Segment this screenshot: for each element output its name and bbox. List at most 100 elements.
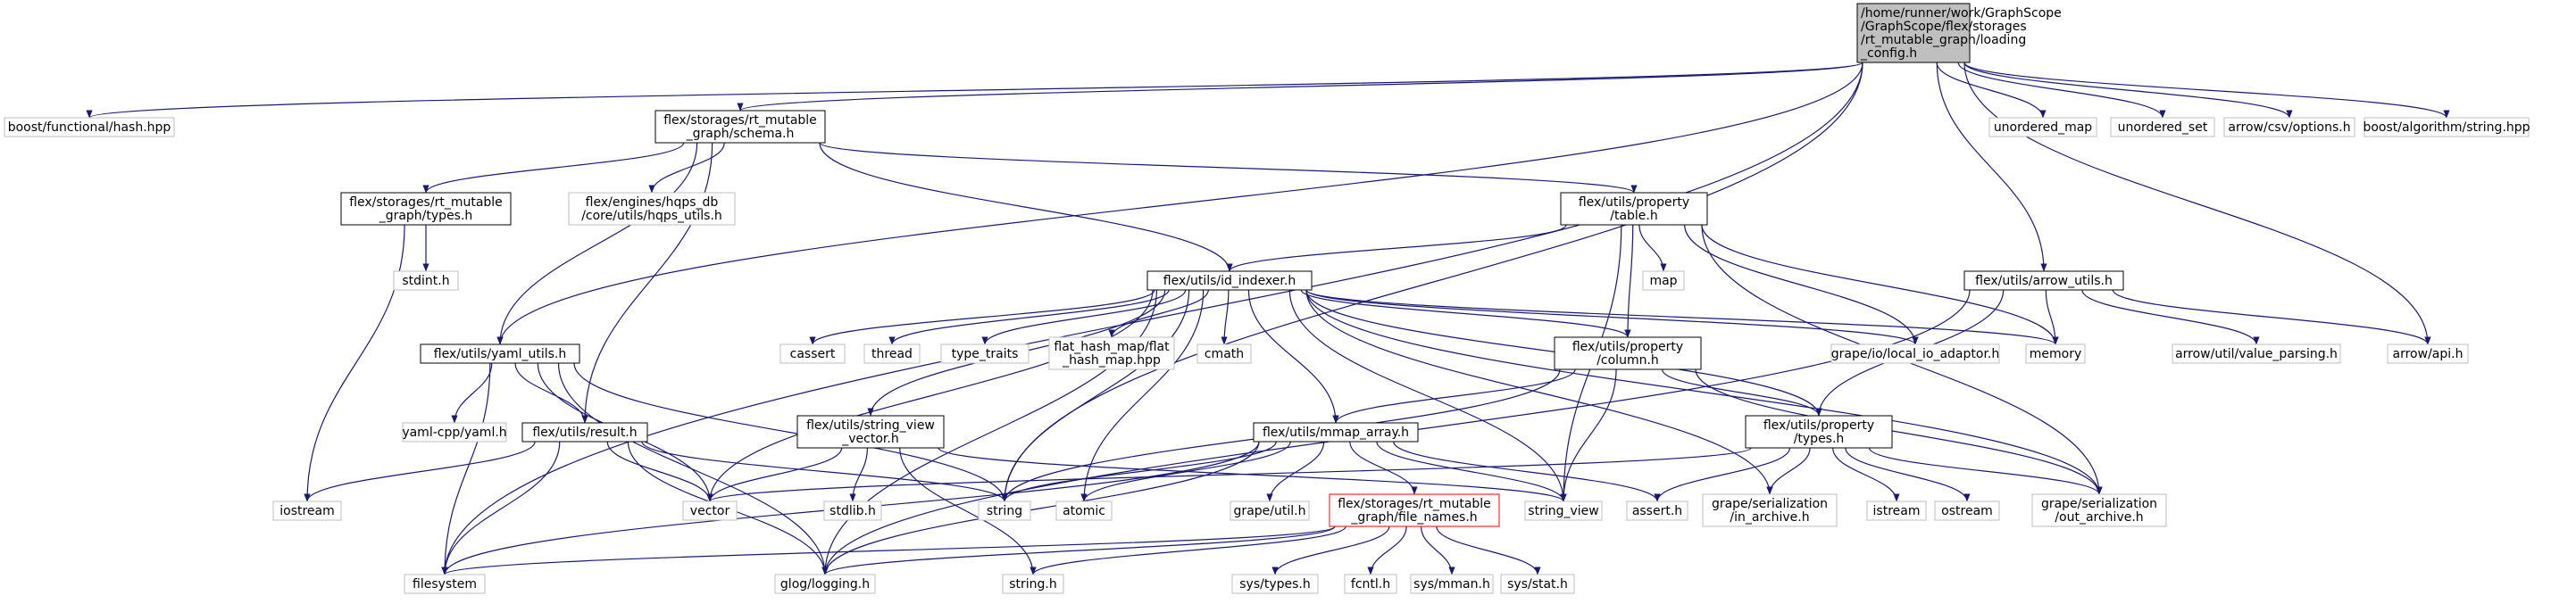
edge-mmap-array-to-assert bbox=[1393, 441, 1661, 502]
node-box bbox=[4, 117, 175, 137]
node-result[interactable]: flex/utils/result.h bbox=[521, 422, 648, 443]
node-box bbox=[823, 501, 882, 521]
edge-id-indexer-to-type-traits bbox=[981, 289, 1187, 345]
edge-prop-column-to-prop-types bbox=[1661, 368, 1822, 417]
dependency-edges bbox=[87, 62, 2450, 575]
node-box bbox=[1253, 422, 1419, 443]
node-box bbox=[340, 192, 512, 226]
node-mmap-array[interactable]: flex/utils/mmap_array.h bbox=[1253, 422, 1419, 443]
node-box bbox=[940, 343, 1030, 364]
edge-id-indexer-to-flat-hash-map bbox=[1108, 289, 1209, 338]
node-box bbox=[1231, 574, 1319, 594]
node-box bbox=[1048, 336, 1175, 370]
edge-prop-types-to-vector bbox=[706, 447, 1752, 502]
node-arrow-utils[interactable]: flex/utils/arrow_utils.h bbox=[1963, 270, 2124, 291]
node-filesystem: filesystem bbox=[404, 574, 486, 594]
edge-schema-to-id-indexer bbox=[819, 142, 1233, 272]
edge-id-indexer-to-memory bbox=[1305, 289, 2059, 345]
node-label: flex/utils/mmap_array.h bbox=[1263, 426, 1409, 440]
node-label: string.h bbox=[1009, 577, 1057, 592]
edge-root-to-yaml-utils bbox=[496, 62, 1863, 345]
node-box bbox=[682, 501, 738, 521]
edge-sv-vector-to-string-view bbox=[938, 447, 1567, 502]
edge-mmap-array-to-atomic bbox=[1080, 441, 1291, 502]
edge-prop-table-to-memory bbox=[1701, 224, 2059, 345]
edge-schema-to-types-rt bbox=[422, 142, 685, 194]
node-root[interactable]: /home/runner/work/GraphScope/GraphScope/… bbox=[1856, 3, 2062, 63]
node-label: string_view bbox=[1528, 504, 1598, 518]
node-label: cassert bbox=[790, 347, 836, 361]
node-box bbox=[521, 422, 648, 443]
node-arrow-api: arrow/api.h bbox=[2387, 343, 2469, 364]
node-label: filesystem bbox=[413, 577, 477, 592]
edge-prop-types-to-out-archive bbox=[1868, 447, 2103, 495]
node-label: flex/utils/result.h bbox=[532, 426, 637, 440]
node-label: _hash_map.hpp bbox=[1062, 353, 1161, 368]
node-box bbox=[1344, 574, 1397, 594]
node-box bbox=[1055, 501, 1113, 521]
node-sv-vector[interactable]: flex/utils/string_view_vector.h bbox=[796, 415, 945, 449]
edge-root-to-boost-string bbox=[1963, 62, 2450, 119]
node-label: fcntl.h bbox=[1351, 577, 1390, 592]
node-label: istream bbox=[1873, 504, 1921, 518]
edge-types-rt-to-iostream bbox=[304, 224, 405, 502]
node-local-io: grape/io/local_io_adaptor.h bbox=[1830, 343, 2000, 364]
node-label: _graph/schema.h bbox=[686, 127, 795, 141]
node-grape-util: grape/util.h bbox=[1230, 501, 1310, 521]
node-prop-table[interactable]: flex/utils/property/table.h bbox=[1560, 192, 1708, 226]
edge-file-names-to-glog bbox=[821, 525, 1336, 575]
node-box bbox=[1963, 270, 2124, 291]
node-label: type_traits bbox=[952, 347, 1019, 361]
edge-root-to-arrow-utils bbox=[1936, 62, 2047, 272]
edge-sv-vector-to-stdlib bbox=[849, 447, 868, 502]
edge-root-to-string bbox=[1001, 62, 1863, 502]
edge-file-names-to-filesystem bbox=[441, 525, 1336, 575]
node-string-view: string_view bbox=[1524, 501, 1603, 521]
node-schema[interactable]: flex/storages/rt_mutable_graph/schema.h bbox=[654, 110, 826, 144]
edge-id-indexer-to-in-archive bbox=[1305, 289, 1773, 495]
node-types-rt[interactable]: flex/storages/rt_mutable_graph/types.h bbox=[340, 192, 512, 226]
edge-result-to-vector bbox=[606, 441, 713, 502]
edge-prop-table-to-id-indexer bbox=[1226, 224, 1567, 272]
node-string-h: string.h bbox=[1002, 574, 1064, 594]
node-box bbox=[796, 415, 945, 449]
node-box bbox=[402, 422, 507, 443]
edge-id-indexer-to-thread bbox=[888, 289, 1170, 345]
node-label: flex/utils/property bbox=[1763, 418, 1874, 433]
node-label: grape/serialization bbox=[2041, 497, 2157, 511]
node-label: grape/io/local_io_adaptor.h bbox=[1831, 347, 1999, 361]
edge-mmap-array-to-string-view bbox=[1376, 441, 1567, 502]
node-prop-types[interactable]: flex/utils/property/types.h bbox=[1745, 415, 1893, 449]
node-atomic: atomic bbox=[1055, 501, 1113, 521]
node-file-names[interactable]: flex/storages/rt_mutable_graph/file_name… bbox=[1329, 493, 1500, 527]
node-box bbox=[1642, 270, 1685, 291]
edge-result-to-iostream bbox=[304, 441, 536, 502]
edge-schema-to-prop-table bbox=[819, 142, 1638, 194]
node-box bbox=[1702, 493, 1838, 527]
node-box bbox=[779, 343, 846, 364]
node-label: _config.h bbox=[1860, 46, 1917, 61]
node-box bbox=[2172, 343, 2341, 364]
node-label: arrow/api.h bbox=[2393, 347, 2463, 361]
node-yaml-utils[interactable]: flex/utils/yaml_utils.h bbox=[420, 343, 580, 364]
node-prop-column[interactable]: flex/utils/property/column.h bbox=[1554, 336, 1702, 370]
node-label: flex/engines/hqps_db bbox=[586, 195, 719, 210]
node-iostream: iostream bbox=[272, 501, 342, 521]
node-box bbox=[1866, 501, 1927, 521]
node-arrow-csv: arrow/csv/options.h bbox=[2223, 117, 2355, 137]
node-label: memory bbox=[2030, 347, 2082, 361]
edge-prop-types-to-ostream bbox=[1845, 447, 1971, 502]
node-boost-hash: boost/functional/hash.hpp bbox=[4, 117, 175, 137]
edge-id-indexer-to-string bbox=[1001, 289, 1190, 502]
node-label: /column.h bbox=[1596, 353, 1659, 368]
edge-yaml-utils-to-filesystem bbox=[441, 362, 491, 575]
node-id-indexer[interactable]: flex/utils/id_indexer.h bbox=[1146, 270, 1313, 291]
node-type-traits: type_traits bbox=[940, 343, 1030, 364]
node-assert: assert.h bbox=[1626, 501, 1688, 521]
node-box bbox=[2025, 343, 2086, 364]
node-label: /core/utils/hqps_utils.h bbox=[581, 209, 722, 223]
node-unordered-map: unordered_map bbox=[1988, 117, 2097, 137]
node-box bbox=[568, 192, 736, 226]
node-label: atomic bbox=[1063, 504, 1105, 518]
node-label: flex/utils/property bbox=[1572, 340, 1683, 354]
